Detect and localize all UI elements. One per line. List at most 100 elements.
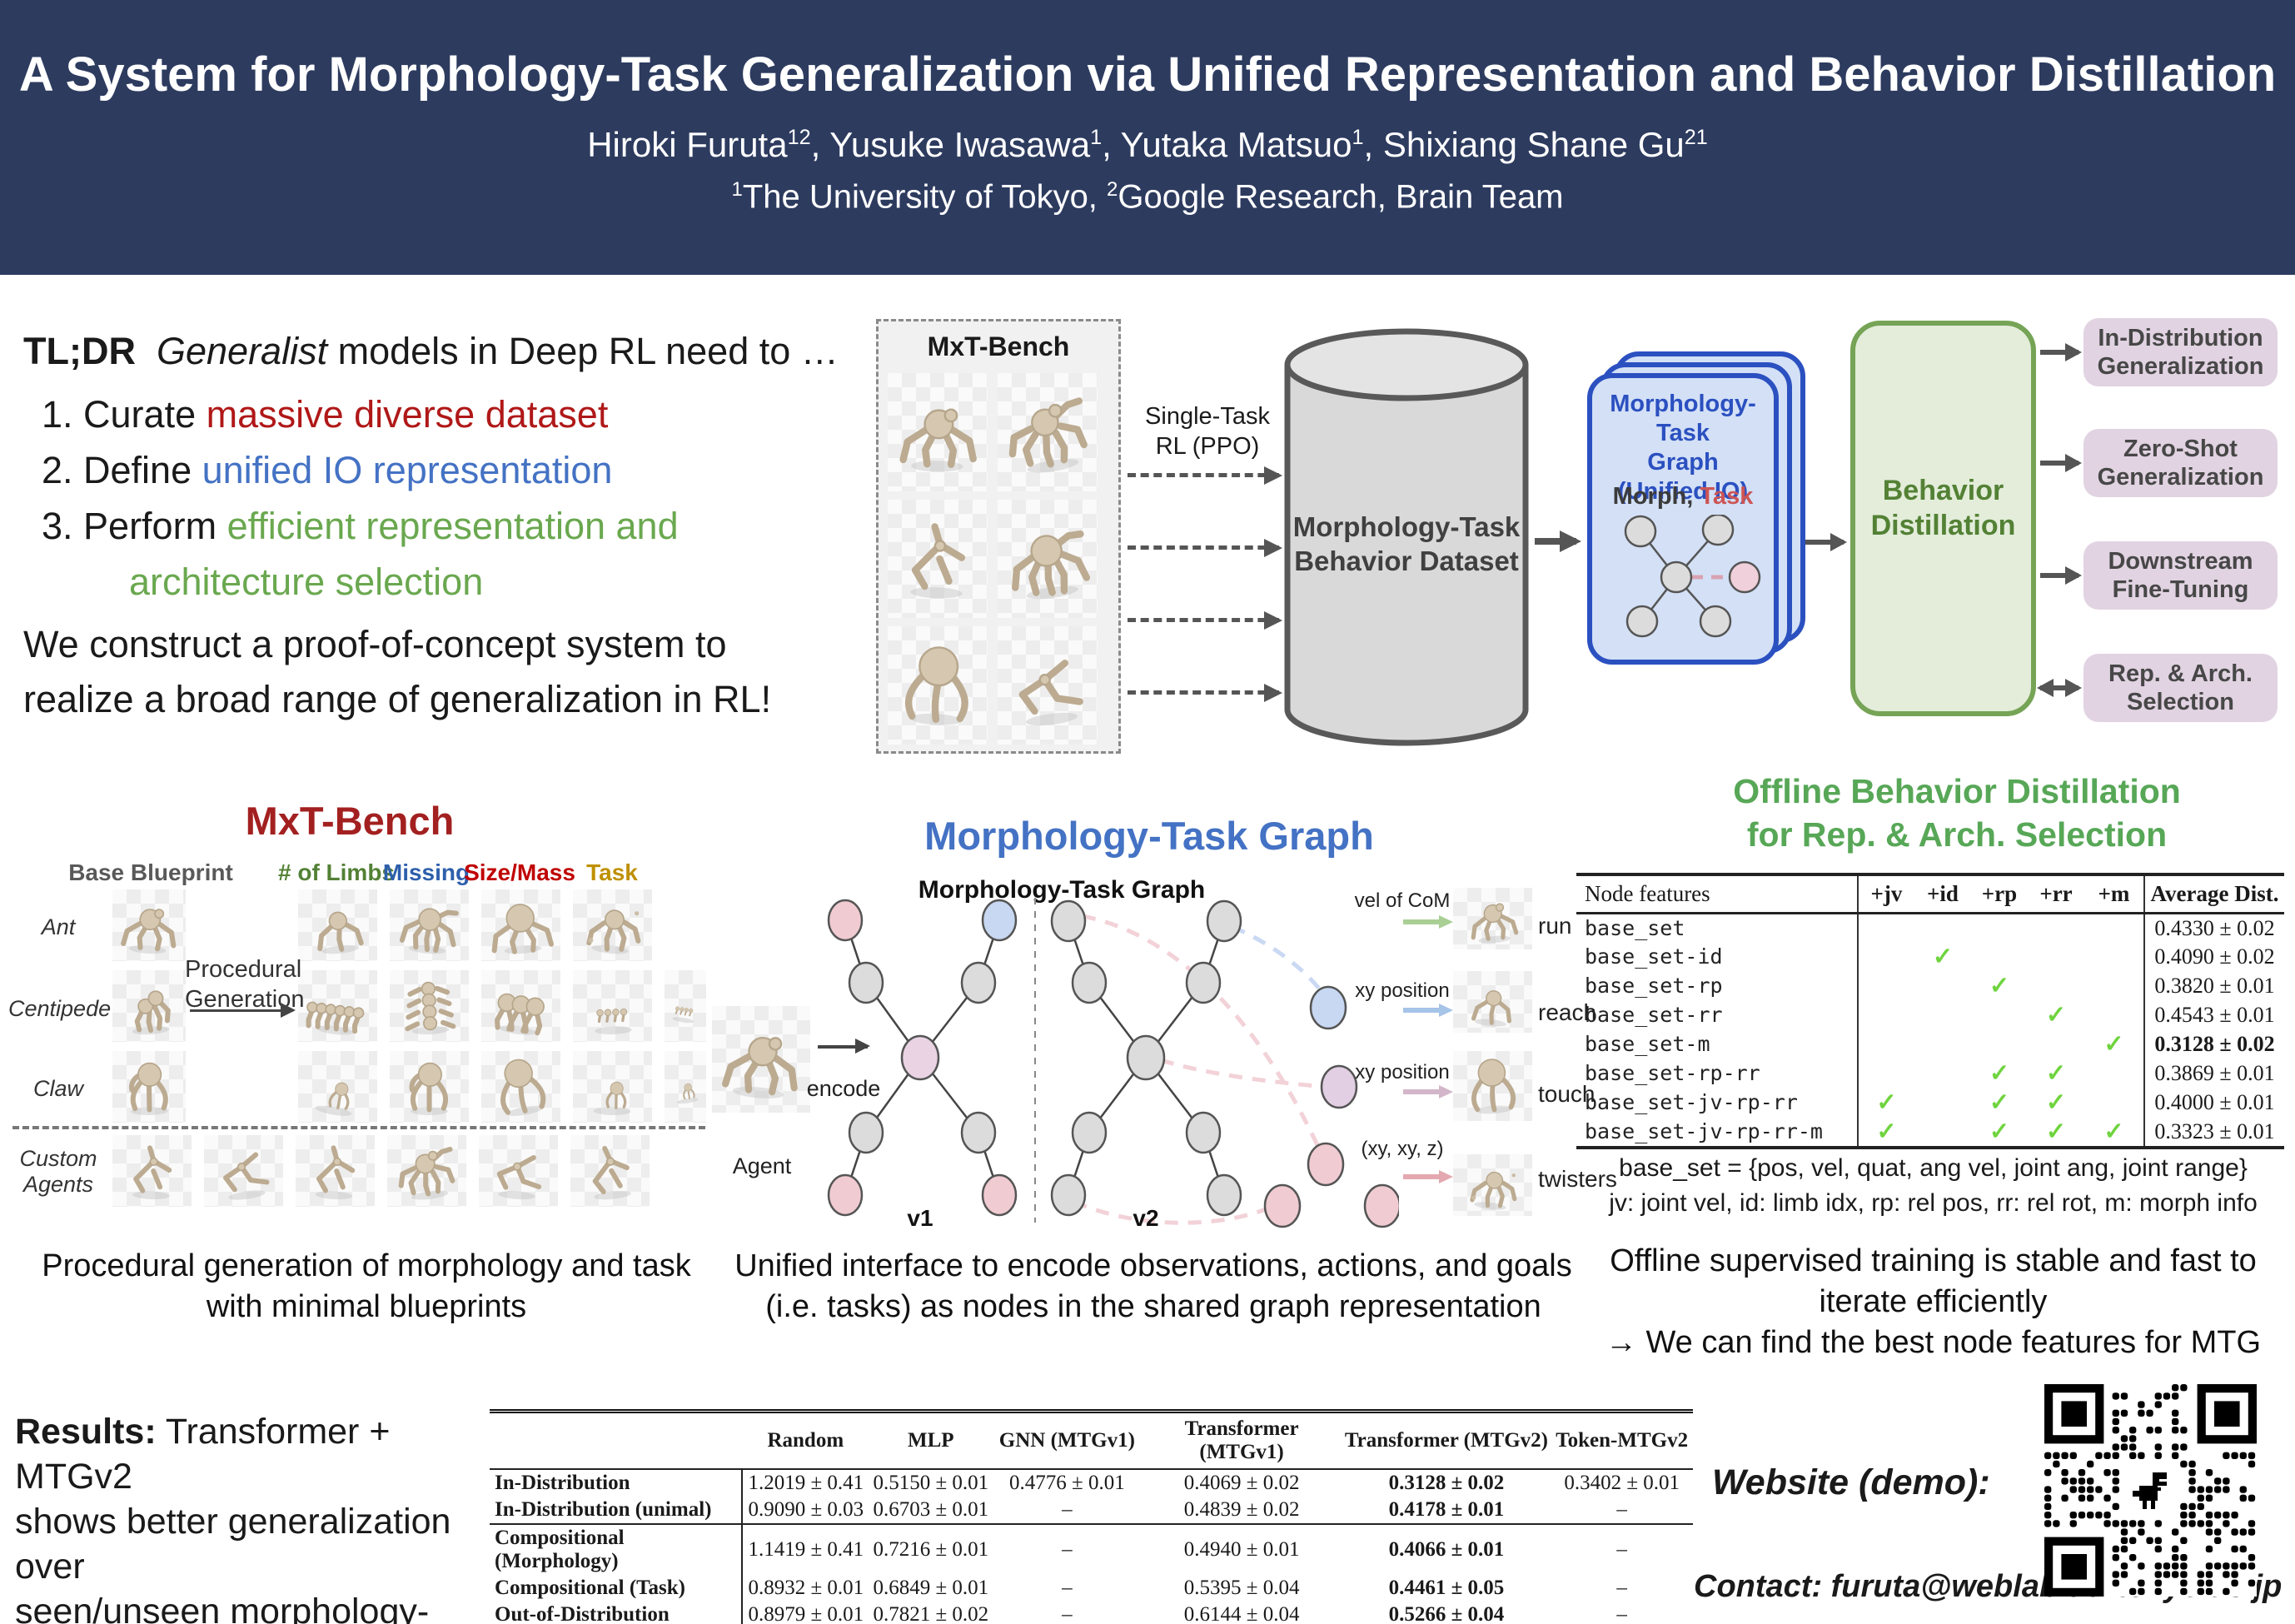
task-arrow bbox=[1403, 1169, 1453, 1184]
graph-goal-node bbox=[1307, 1142, 1345, 1187]
graph-node bbox=[1050, 1173, 1087, 1217]
base-set-note: base_set = {pos, vel, quat, ang vel, joi… bbox=[1619, 1154, 2248, 1182]
graph-node bbox=[900, 1034, 940, 1081]
task-thumb-twisters bbox=[1453, 1154, 1532, 1216]
col-header: +rr bbox=[2028, 874, 2084, 914]
dashed-arrow bbox=[1128, 684, 1282, 702]
table-row: base_set-jv-rp-rr✓✓✓0.4000 ± 0.01 bbox=[1576, 1088, 2284, 1117]
graph-card bbox=[1587, 373, 1779, 665]
arrow-outcome-3 bbox=[2040, 566, 2082, 585]
outcome-rep-arch: Rep. & Arch. Selection bbox=[2083, 654, 2278, 722]
tldr-intro: TL;DR Generalist models in Deep RL need … bbox=[23, 330, 839, 372]
bench-thumb bbox=[888, 626, 988, 745]
agent-thumb bbox=[712, 1006, 810, 1113]
col-header: MLP bbox=[869, 1411, 993, 1470]
arrow-dataset-to-graph bbox=[1535, 531, 1581, 552]
graph-node bbox=[1071, 961, 1108, 1004]
mxt-thumb bbox=[296, 1135, 375, 1207]
col-header: Node features bbox=[1576, 874, 1858, 914]
table-row: base_set-rr✓0.4543 ± 0.01 bbox=[1576, 1000, 2284, 1029]
col-header: +rp bbox=[1971, 874, 2028, 914]
agent-label: Agent bbox=[732, 1153, 792, 1178]
arrow-outcome-2 bbox=[2040, 454, 2082, 472]
task-name: twisters bbox=[1538, 1166, 1617, 1192]
tldr-item-3b: architecture selection bbox=[129, 560, 484, 603]
mxt-row-label-centipede: Centipede bbox=[8, 996, 112, 1021]
mxt-row-label-claw: Claw bbox=[32, 1076, 83, 1101]
mxt-thumb bbox=[570, 1135, 650, 1207]
dataset-cylinder bbox=[1284, 328, 1529, 746]
tldr-item-3: 3. Perform efficient representation and bbox=[42, 505, 679, 547]
col-header bbox=[490, 1411, 743, 1470]
v1-label: v1 bbox=[907, 1205, 933, 1231]
col-header: Token-MTGv2 bbox=[1551, 1411, 1693, 1470]
table-row: base_set-rp✓0.3820 ± 0.01 bbox=[1576, 971, 2284, 1000]
task-arrow bbox=[1403, 914, 1453, 929]
dino-icon bbox=[2126, 1466, 2174, 1514]
col-header: Average Dist. bbox=[2143, 874, 2284, 914]
mxt-thumb bbox=[298, 889, 377, 961]
table-row: base_set-jv-rp-rr-m✓✓✓✓0.3323 ± 0.01 bbox=[1576, 1117, 2284, 1148]
mxt-thumb bbox=[204, 1135, 283, 1207]
task-name: reach bbox=[1538, 999, 1597, 1025]
mxt-thumb bbox=[573, 889, 652, 961]
graph-goal-node bbox=[1320, 1064, 1358, 1109]
tldr-conclusion-1: We construct a proof-of-concept system t… bbox=[23, 623, 727, 665]
mxt-thumb bbox=[481, 1051, 560, 1123]
outcome-fine-tuning: Downstream Fine-Tuning bbox=[2083, 541, 2278, 610]
outcome-in-distribution: In-Distribution Generalization bbox=[2083, 318, 2278, 386]
graph-node bbox=[1050, 899, 1087, 943]
graph-node bbox=[1206, 1173, 1242, 1217]
graph-goal-node bbox=[1263, 1183, 1302, 1228]
bench-thumb bbox=[998, 626, 1098, 745]
arrow-graph-to-distill bbox=[1805, 533, 1847, 551]
authors: Hiroki Furuta12, Yusuke Iwasawa1, Yutaka… bbox=[587, 125, 1708, 164]
col-header: +m bbox=[2084, 874, 2144, 914]
graph-node bbox=[1701, 515, 1735, 546]
task-name: touch bbox=[1538, 1081, 1596, 1107]
mxt-thumb bbox=[573, 1051, 652, 1123]
col-header: +jv bbox=[1857, 874, 1914, 914]
tldr-item-1: 1. Curate massive diverse dataset bbox=[42, 393, 609, 436]
graph-node bbox=[1071, 1111, 1108, 1154]
mxt-thumb bbox=[390, 1051, 469, 1123]
affiliation: 1The University of Tokyo, 2Google Resear… bbox=[731, 178, 1564, 216]
behavior-distillation-box bbox=[1850, 321, 2036, 716]
author: , Yusuke Iwasawa bbox=[810, 125, 1091, 164]
graph-node bbox=[1660, 560, 1693, 594]
col-header: Transformer (MTGv1) bbox=[1141, 1411, 1342, 1470]
dashed-arrow bbox=[1128, 466, 1282, 485]
mxt-column-header: Missing bbox=[382, 859, 470, 885]
bench-thumb bbox=[998, 373, 1098, 491]
arrow-outcome-4 bbox=[2037, 679, 2082, 697]
website-label: Website (demo): bbox=[1712, 1462, 1990, 1502]
node-features-table: Node features +jv +id +rp +rr +m Average… bbox=[1576, 873, 2284, 1149]
graph-node bbox=[1699, 605, 1732, 638]
col-header: GNN (MTGv1) bbox=[993, 1411, 1142, 1470]
graph-node bbox=[1126, 1034, 1166, 1081]
task-input-label: xy position bbox=[1355, 1061, 1450, 1083]
table-row: base_set-m✓0.3128 ± 0.02 bbox=[1576, 1029, 2284, 1059]
mxt-thumb-partial bbox=[665, 1051, 706, 1123]
task-input-label: xy position bbox=[1355, 979, 1450, 1002]
mxt-thumb bbox=[481, 970, 560, 1042]
bench-thumb bbox=[888, 373, 988, 491]
bench-thumb bbox=[888, 500, 988, 618]
mxt-thumb bbox=[481, 889, 560, 961]
graph-node bbox=[1185, 961, 1222, 1004]
graph-node bbox=[960, 961, 997, 1004]
mxt-thumb bbox=[112, 1051, 186, 1123]
task-arrow bbox=[1403, 1003, 1453, 1018]
poster-title: A System for Morphology-Task Generalizat… bbox=[18, 47, 2277, 102]
mxt-thumb bbox=[112, 1135, 192, 1207]
graph-node bbox=[827, 1173, 864, 1217]
